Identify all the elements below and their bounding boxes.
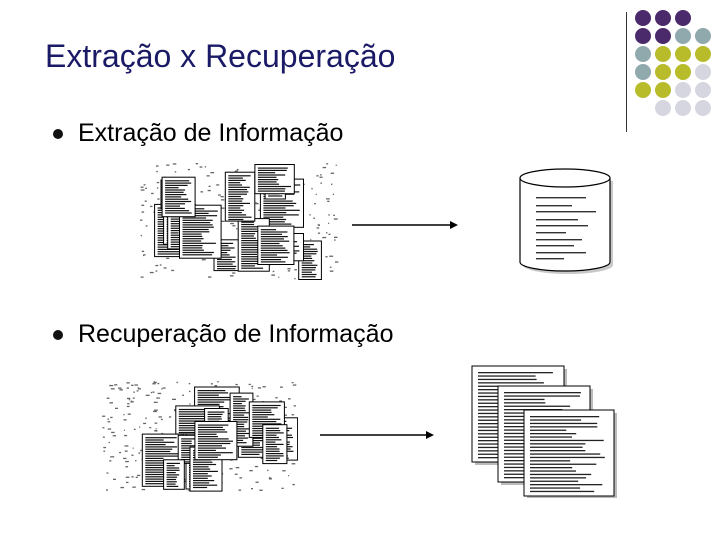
arrow-right-icon (320, 431, 434, 439)
database-cylinder-icon (519, 168, 613, 274)
document-collage-icon (140, 163, 339, 280)
title-divider (626, 12, 627, 132)
bullet-marker-1 (53, 129, 63, 139)
decorative-dot-grid (635, 10, 711, 116)
bullet-text-extraction: Extração de Informação (78, 119, 344, 147)
page-title: Extração x Recuperação (45, 38, 396, 74)
arrow-right-icon (352, 221, 458, 229)
stacked-documents-icon (471, 365, 617, 498)
bullet-marker-2 (53, 330, 63, 340)
document-collage-icon (102, 381, 298, 492)
bullet-text-retrieval: Recuperação de Informação (78, 320, 394, 348)
